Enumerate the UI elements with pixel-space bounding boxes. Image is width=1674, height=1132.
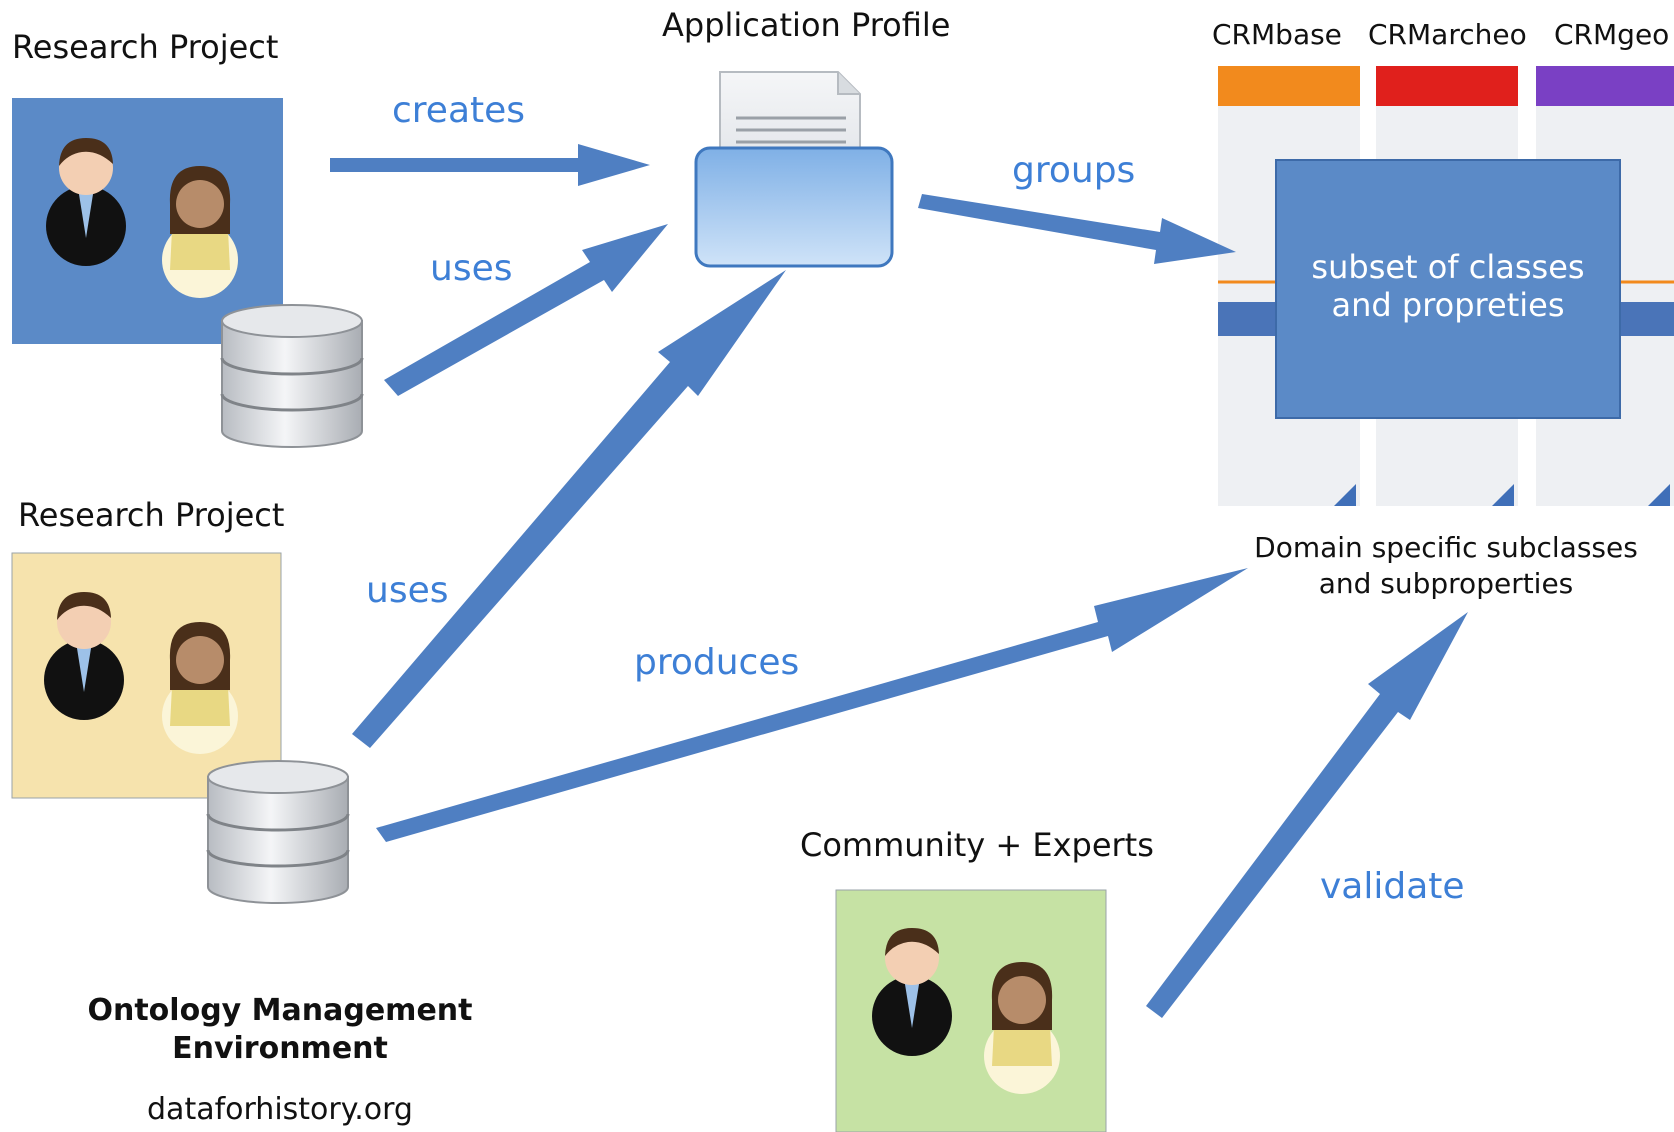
edge-label-uses: uses xyxy=(366,570,449,611)
arrow-validate xyxy=(1146,612,1468,1018)
arrow-produces xyxy=(376,568,1248,842)
footer-title: Ontology Management Environment xyxy=(60,992,500,1068)
domain-specific-line: Domain specific subclasses xyxy=(1254,531,1638,564)
footer-title-line: Ontology Management xyxy=(87,993,473,1028)
arrow-creates xyxy=(330,144,650,186)
domain-specific-label: Domain specific subclasses and subproper… xyxy=(1226,530,1666,602)
subset-box xyxy=(1275,159,1621,419)
person-woman-icon xyxy=(162,622,238,754)
arrow-uses-top xyxy=(384,224,668,396)
arrow-groups xyxy=(918,194,1236,264)
crm-column-label: CRMarcheo xyxy=(1368,18,1527,51)
application-profile-icon xyxy=(694,71,894,268)
edge-label-uses: uses xyxy=(430,248,513,289)
database-icon xyxy=(206,759,350,905)
application-profile-label: Application Profile xyxy=(662,6,951,44)
edge-label-groups: groups xyxy=(1012,150,1136,191)
crm-column-label: CRMgeo xyxy=(1554,18,1670,51)
arrows xyxy=(330,144,1468,1018)
person-woman-icon xyxy=(984,962,1060,1094)
subset-label-line: and propreties xyxy=(1331,286,1565,324)
edge-label-produces: produces xyxy=(634,642,800,683)
footer-title-line: Environment xyxy=(172,1031,388,1066)
domain-specific-line: and subproperties xyxy=(1318,567,1574,600)
database-icon xyxy=(220,303,364,449)
edge-label-creates: creates xyxy=(392,90,526,131)
person-woman-icon xyxy=(162,166,238,298)
research-project-1-label: Research Project xyxy=(12,28,279,66)
community-label: Community + Experts xyxy=(800,826,1154,864)
crm-column-label: CRMbase xyxy=(1212,18,1342,51)
footer-site: dataforhistory.org xyxy=(147,1092,413,1127)
edge-label-validate: validate xyxy=(1320,866,1465,907)
research-project-2-label: Research Project xyxy=(18,496,285,534)
arrow-uses-bottom xyxy=(352,270,786,748)
subset-label-line: subset of classes xyxy=(1311,248,1585,286)
subset-label: subset of classes and propreties xyxy=(1276,248,1620,324)
